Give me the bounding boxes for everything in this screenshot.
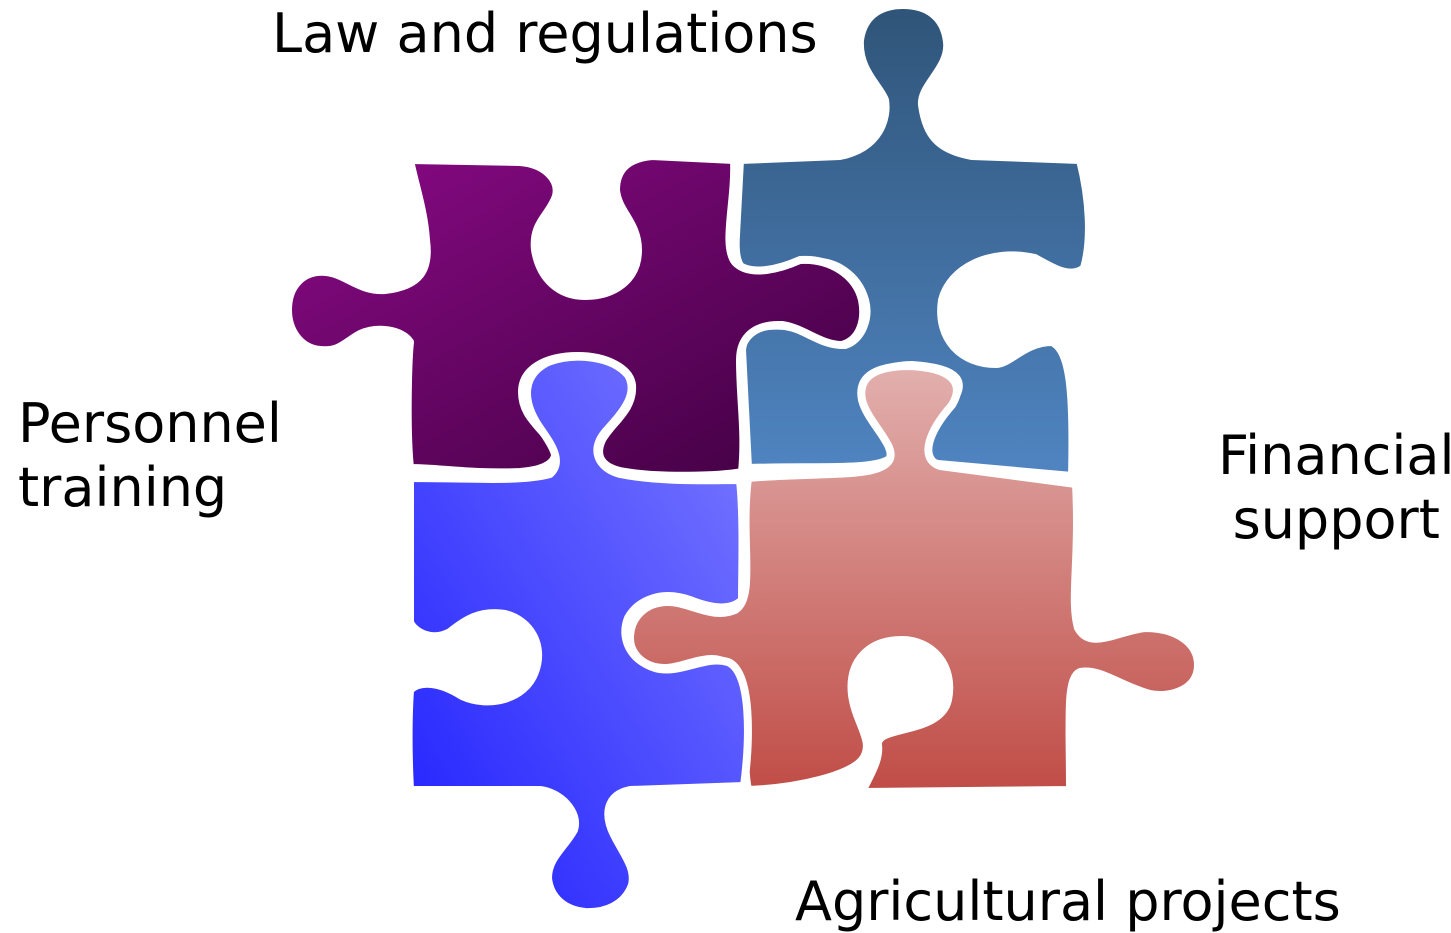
label-financial-support: Financial support <box>1218 424 1451 552</box>
label-law-and-regulations: Law and regulations <box>272 2 818 65</box>
label-financial-line-2: support <box>1232 488 1440 551</box>
label-financial-line-1: Financial <box>1218 424 1451 487</box>
puzzle-piece-bottom-left <box>404 352 752 917</box>
label-agricultural-projects: Agricultural projects <box>795 870 1341 933</box>
label-personnel-line-1: Personnel <box>18 392 282 455</box>
label-personnel-training: Personnel training <box>18 392 282 520</box>
label-personnel-line-2: training <box>18 456 228 519</box>
